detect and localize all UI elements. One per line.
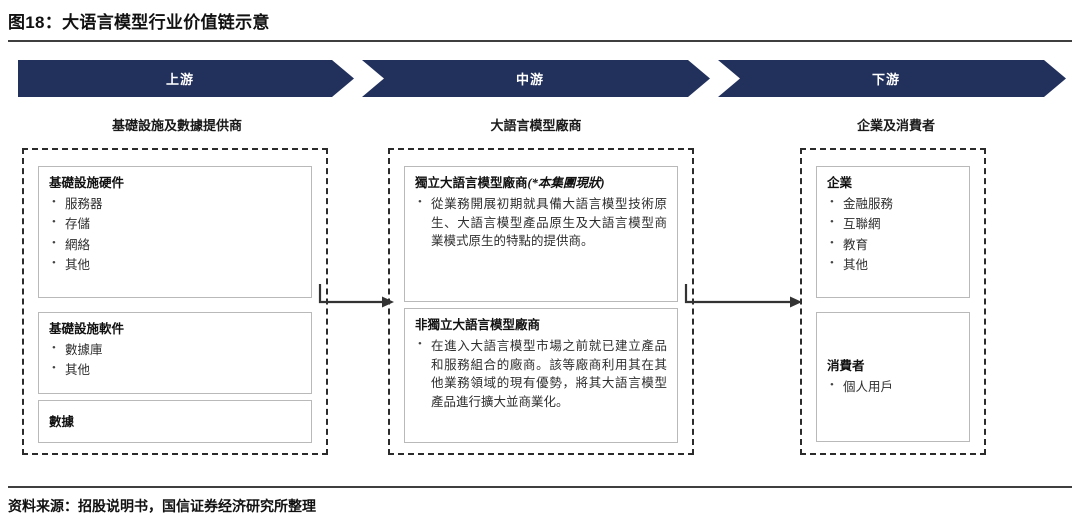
flow-arrow-midstream-to-downstream [684,282,804,327]
arrow-right-icon [684,284,802,308]
card-consumer: 消費者 個人用戶 [816,312,970,442]
card-heading: 消費者 [827,358,865,373]
card-enterprise: 企業 金融服務 互聯網 教育 其他 [816,166,970,298]
title-divider [8,40,1072,42]
card-infrastructure-software: 基礎設施軟件 數據庫 其他 [38,312,312,394]
stage-banner-downstream: 下游 [718,60,1066,97]
list-item: 其他 [49,360,301,380]
bullet-list: 個人用戶 [827,377,959,398]
card-independent-llm-vendor: 獨立大語言模型廠商(*本集團現狀) 從業務開展初期就具備大語言模型技術原生、大語… [404,166,678,302]
list-item: 其他 [827,255,959,275]
list-item: 教育 [827,235,959,255]
list-item: 網絡 [49,235,301,255]
card-heading: 企業 [827,176,853,190]
card-infrastructure-hardware: 基礎設施硬件 服務器 存儲 網絡 其他 [38,166,312,298]
list-item: 個人用戶 [827,377,959,397]
card-data: 數據 [38,400,312,443]
list-item: 服務器 [49,194,301,214]
bullet-list: 數據庫 其他 [49,340,301,381]
stage-subtitle-downstream: 企業及消費者 [856,117,935,133]
stage-banner-downstream-label: 下游 [871,72,900,87]
footer-divider [8,486,1072,488]
card-heading: 非獨立大語言模型廠商 [415,318,541,332]
stage-banner-midstream: 中游 [362,60,710,97]
card-heading-main: 獨立大語言模型廠商 [415,176,528,190]
card-non-independent-llm-vendor: 非獨立大語言模型廠商 在進入大語言模型市場之前就已建立產品和服務組合的廠商。該等… [404,308,678,443]
stage-subtitle-midstream: 大語言模型廠商 [490,117,582,133]
stage-subtitle-upstream: 基礎設施及數據提供商 [111,117,242,133]
list-item: 金融服務 [827,194,959,214]
figure-title: 图18：大语言模型行业价值链示意 [8,13,270,32]
list-item: 存儲 [49,214,301,234]
card-heading: 基礎設施軟件 [49,322,125,336]
card-heading: 基礎設施硬件 [49,176,125,190]
stage-banner-midstream-label: 中游 [515,72,544,87]
bullet-list: 金融服務 互聯網 教育 其他 [827,194,959,276]
bullet-list: 在進入大語言模型市場之前就已建立產品和服務組合的廠商。該等廠商利用其在其他業務領… [415,336,667,412]
arrow-right-icon [318,284,394,308]
card-heading: 數據 [49,415,75,430]
list-item: 其他 [49,255,301,275]
list-item: 從業務開展初期就具備大語言模型技術原生、大語言模型產品原生及大語言模型商業模式原… [415,194,667,251]
list-item: 數據庫 [49,340,301,360]
card-heading: 獨立大語言模型廠商(*本集團現狀) [415,175,667,192]
source-note: 资料来源：招股说明书，国信证券经济研究所整理 [8,498,316,514]
bullet-list: 服務器 存儲 網絡 其他 [49,194,301,276]
list-item: 互聯網 [827,214,959,234]
card-heading-annotation: (*本集團現狀) [527,176,605,190]
stage-banner-upstream-label: 上游 [165,72,194,87]
flow-arrow-upstream-to-midstream [318,282,396,327]
bullet-list: 從業務開展初期就具備大語言模型技術原生、大語言模型產品原生及大語言模型商業模式原… [415,194,667,251]
stage-banner-upstream: 上游 [18,60,354,97]
list-item: 在進入大語言模型市場之前就已建立產品和服務組合的廠商。該等廠商利用其在其他業務領… [415,336,667,412]
